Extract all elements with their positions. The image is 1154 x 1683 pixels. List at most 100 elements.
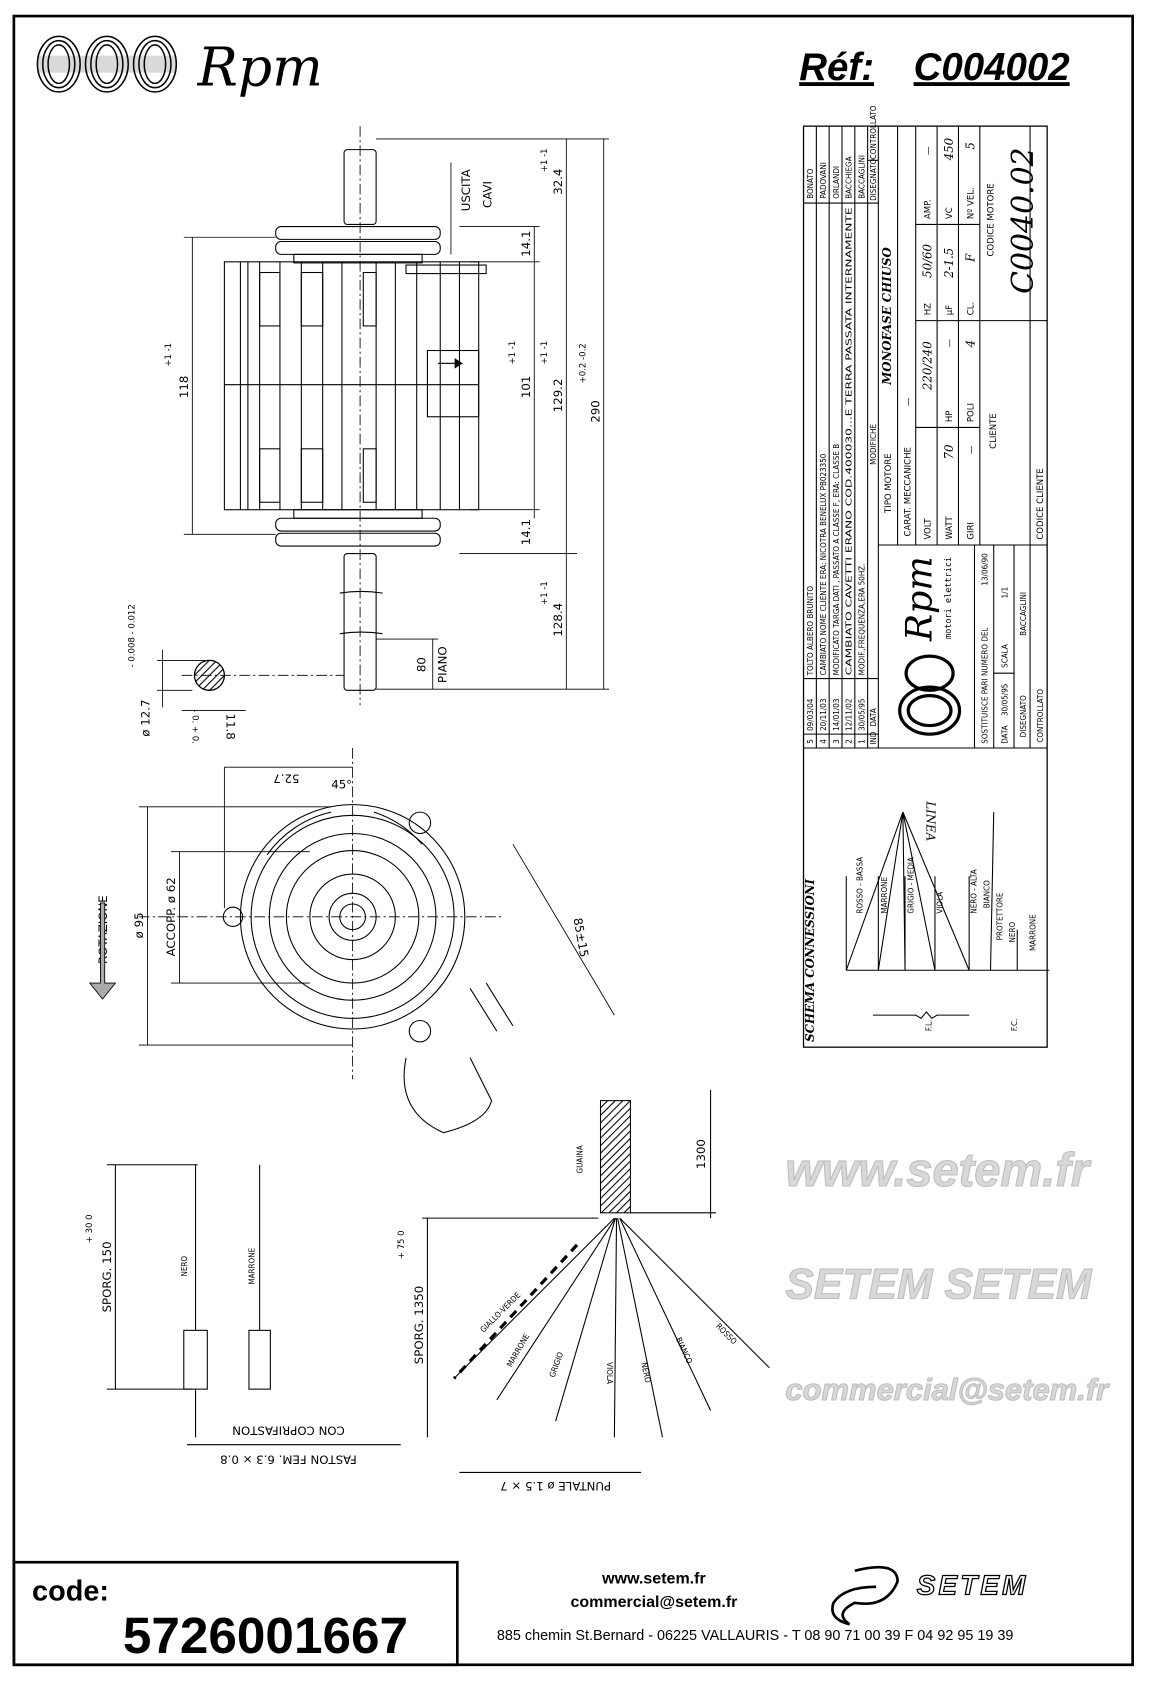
hz-label: HZ	[924, 303, 934, 315]
amp-value: —	[924, 146, 934, 155]
poles-value: 4	[963, 340, 977, 348]
cable-sheath	[599, 1100, 631, 1214]
watermark-email: commercial@setem.fr	[785, 1372, 1110, 1407]
shaft-diameter-tol: - 0.008 - 0.012	[128, 604, 138, 667]
date-value: 30/05/95	[1001, 684, 1010, 716]
dim-118-tol: +1 -1	[164, 343, 174, 367]
hz-value: 50/60	[921, 243, 935, 277]
cable-exit-label-2: CAVI	[481, 181, 495, 208]
rotation-arrow-icon	[88, 902, 117, 1000]
company-address: 885 chemin St.Bernard - 06225 VALLAURIS …	[497, 1628, 1014, 1644]
rev-desc: MODIF.,FREQUENZA,ERA 50HZ.	[857, 563, 866, 675]
faston-label: FASTON FEM. 6.3 × 0.8	[220, 1452, 357, 1466]
dim-128-4: 128.4	[551, 603, 565, 637]
side-view: 118 +1 -1 101 +1 -1 129.2 +1 -1 290 +0.2…	[128, 126, 610, 744]
poles-label: POLI	[966, 403, 976, 422]
head-disegnato: DISEGNATO	[869, 158, 878, 200]
rpm-block-logo-icon	[898, 654, 962, 736]
dim-129-2: 129.2	[551, 379, 565, 413]
motor-type-value: MONOFASE CHIUSO	[880, 247, 894, 386]
dim-129-2-tol: +1 -1	[540, 341, 550, 365]
reference-label: Réf:	[799, 46, 874, 89]
head-date: DATA	[869, 708, 878, 726]
rev-ind: 2	[845, 739, 854, 744]
code-label: code:	[32, 1576, 109, 1608]
vc-value: 450	[942, 137, 956, 161]
coil-logo-icon	[36, 35, 178, 93]
rev-ind: 4	[819, 739, 828, 744]
class-value: F	[963, 253, 977, 263]
flat-label: PIANO	[436, 646, 450, 683]
sporg-150-tol: + 30 0	[85, 1214, 95, 1243]
hp-label: HP	[945, 411, 955, 423]
schema-wire-viola: VIOLA	[935, 892, 944, 914]
rev-name: BACCAGLINI	[857, 155, 866, 199]
speeds-label: Nº VEL.	[966, 187, 976, 219]
direction-arrow-icon	[438, 358, 464, 369]
rev-date: 09/03/04	[806, 698, 815, 731]
lead-marrone: MARRONE	[247, 1247, 256, 1284]
schema-wire-nero: NERO	[1008, 922, 1017, 943]
watermark-setem: SETEM SETEM	[785, 1260, 1093, 1308]
schema-fl: F.L.	[925, 1020, 934, 1031]
rev-name: PADOVANI	[819, 162, 828, 199]
speeds-value: 5	[963, 142, 977, 149]
watt-label: WATT	[945, 515, 955, 539]
rev-name: ORLANDI	[832, 166, 841, 199]
sheath-label: GUAINA	[575, 1145, 584, 1173]
rev-desc: MODIFICATO TARGA DATI , PASSATO A CLASSE…	[832, 444, 841, 676]
schema-wire-rosso: ROSSO - BASSA	[855, 857, 864, 914]
watermark: www.setem.fr SETEM SETEM commercial@sete…	[785, 1143, 1111, 1408]
brand-name: Rpm	[197, 36, 323, 99]
sporg-1350-tol: + 75 0	[397, 1230, 407, 1259]
dim-128-4-tol: +1 -1	[540, 581, 550, 605]
leads-drawing: SPORG. 150 + 30 0 NERO MARRONE FASTON FE…	[85, 1089, 770, 1493]
website-link[interactable]: www.setem.fr	[601, 1570, 706, 1588]
lead-nero: NERO	[180, 1256, 189, 1277]
flat-dimension-tol: - 0. + 0.	[189, 709, 199, 744]
dim-32-4-tol: +1 -1	[540, 148, 550, 172]
schema-wire-marrone-2: MARRONE	[1028, 914, 1037, 951]
drawn-value: BACCAGLINI	[1019, 592, 1028, 636]
code-value: 5726001667	[123, 1607, 408, 1664]
schema-protector: PROTETTORE	[995, 892, 1004, 940]
rpm-label: GIRI	[966, 522, 976, 540]
flat-length: 80	[414, 657, 428, 672]
cover-label: CON COPRIFASTON	[232, 1424, 345, 1438]
email-link[interactable]: commercial@setem.fr	[570, 1593, 737, 1611]
rev-date: 14/01/03	[832, 699, 841, 731]
schema-fc: F.C.	[1010, 1019, 1019, 1031]
checked-label: CONTROLLATO	[1036, 689, 1045, 743]
mech-label: CARAT. MECCANICHE	[903, 447, 913, 536]
dim-85: 85±15	[571, 917, 592, 959]
vc-label: VC	[945, 207, 955, 219]
hp-value: —	[945, 338, 955, 347]
rev-desc: TOLTO ALBERO BRUNITO	[806, 586, 815, 677]
class-label: CL.	[966, 302, 976, 315]
block-brand: Rpm	[898, 556, 941, 642]
dim-101: 101	[519, 376, 533, 398]
wire-marrone: MARRONE	[505, 1332, 531, 1369]
wiring-schema: SCHEMA CONNESSIONI LINEA ROSSO - BASSA M…	[803, 800, 1050, 1042]
angle-45: 45°	[331, 778, 352, 792]
watt-value: 70	[942, 444, 956, 459]
rev-ind: 5	[806, 739, 815, 744]
head-controllato: CONTROLLATO	[869, 105, 878, 159]
dim-290-tol: +0.2 -0.2	[579, 343, 589, 383]
revision-row-1: 1 30/05/95 MODIF.,FREQUENZA,ERA 50HZ. BA…	[857, 155, 866, 744]
amp-label: AMP.	[924, 199, 934, 219]
uf-value: 2-1.5	[942, 248, 956, 279]
flat-dimension: 11.8	[224, 714, 238, 740]
block-brand-sub: motori elettrici	[944, 557, 954, 639]
wire-viola: VIOLA	[605, 1362, 614, 1384]
motor-type-label: TIPO MOTORE	[884, 453, 894, 514]
schema-wire-nero-alta: NERO - ALTA	[970, 869, 979, 913]
sporg-150: SPORG. 150	[100, 1241, 114, 1312]
rev-name: BACCHIEGA	[845, 156, 854, 198]
watermark-url: www.setem.fr	[785, 1143, 1092, 1196]
volt-label: VOLT	[924, 518, 934, 540]
wire-bianco: BIANCO	[674, 1336, 694, 1366]
tip-label: PUNTALE ø 1.5 × 7	[500, 1479, 611, 1493]
setem-logo-icon	[831, 1565, 899, 1626]
